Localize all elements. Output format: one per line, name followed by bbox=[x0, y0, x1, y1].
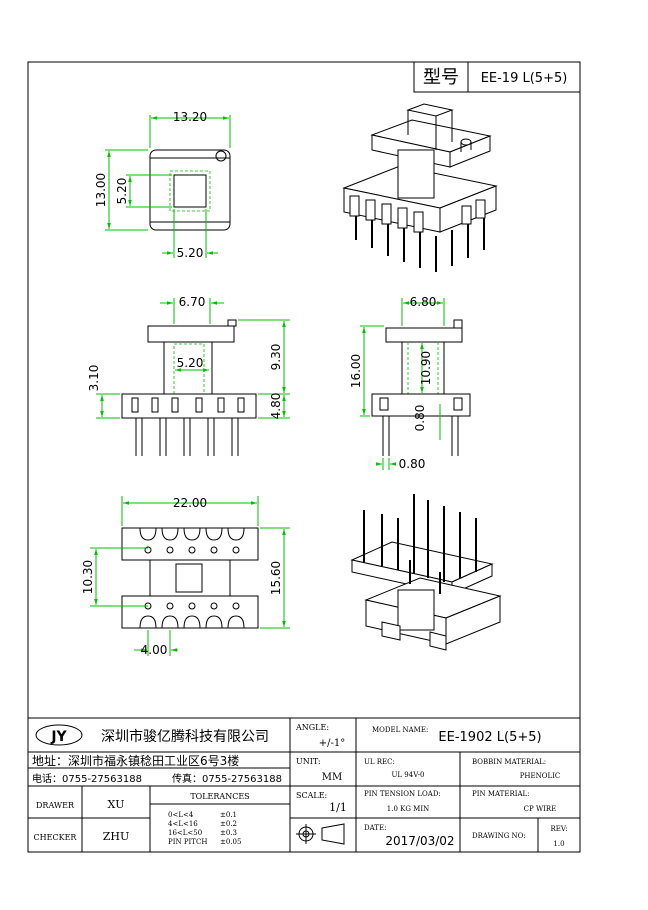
dim-top-height: 13.00 bbox=[94, 173, 108, 207]
unit-label: UNIT: bbox=[296, 757, 321, 766]
rev-value: 1.0 bbox=[553, 840, 564, 848]
iso-view-bottom bbox=[350, 494, 502, 651]
bobbin-material-value: PHENOLIC bbox=[520, 772, 561, 780]
model-name-label: MODEL NAME: bbox=[372, 726, 428, 734]
tol-range: 0<L<4 bbox=[168, 811, 194, 819]
date-value: 2017/03/02 bbox=[385, 834, 454, 848]
pin-tension-label: PIN TENSION LOAD: bbox=[364, 790, 441, 798]
side-view bbox=[360, 298, 471, 470]
ul-rec-label: UL REC: bbox=[364, 758, 395, 766]
dim-side-pin-dia: 0.80 bbox=[399, 457, 426, 471]
company-address: 地址：深圳市福永镇稔田工业区6号3楼 bbox=[32, 753, 239, 768]
company-fax: 传真：0755-27563188 bbox=[172, 772, 282, 785]
angle-label: ANGLE: bbox=[295, 723, 329, 732]
pin-material-label: PIN MATERIAL: bbox=[472, 790, 530, 798]
tol-range: 16<L<50 bbox=[168, 829, 202, 837]
tolerance-table: 0<L<4 ±0.1 4<L<16 ±0.2 16<L<50 ±0.3 PIN … bbox=[168, 811, 241, 846]
dim-front-total-h: 9.30 bbox=[269, 344, 283, 371]
company-phone: 电话：0755-27563188 bbox=[32, 772, 142, 785]
dim-top-inner-h: 5.20 bbox=[115, 178, 129, 205]
dim-side-pin-off: 0.80 bbox=[413, 405, 427, 432]
scale-label: SCALE: bbox=[296, 791, 327, 800]
model-label: 型号 bbox=[423, 67, 459, 88]
tol-value: ±0.05 bbox=[220, 838, 241, 846]
bottom-view bbox=[90, 496, 290, 656]
unit-value: MM bbox=[322, 772, 342, 783]
top-view bbox=[105, 115, 231, 258]
dim-bottom-pitch: 4.00 bbox=[141, 643, 168, 657]
model-name-value: EE-1902 L(5+5) bbox=[438, 730, 541, 745]
dim-front-core: 5.20 bbox=[177, 356, 204, 370]
front-view bbox=[96, 298, 290, 456]
dim-front-base-h: 4.80 bbox=[269, 393, 283, 420]
title-block: JY 深圳市骏亿腾科技有限公司 地址：深圳市福永镇稔田工业区6号3楼 电话：07… bbox=[28, 717, 580, 852]
tol-range: 4<L<16 bbox=[168, 820, 198, 828]
pin-tension-value: 1.0 KG MIN bbox=[387, 805, 429, 813]
company-name: 深圳市骏亿腾科技有限公司 bbox=[101, 728, 269, 745]
tol-value: ±0.2 bbox=[220, 820, 237, 828]
dim-bottom-total-h: 15.60 bbox=[269, 561, 283, 595]
scale-value: 1/1 bbox=[329, 801, 347, 814]
rev-label: REV: bbox=[550, 825, 567, 833]
dim-side-total-h: 16.00 bbox=[349, 354, 363, 388]
ul-rec-value: UL 94V-0 bbox=[392, 771, 425, 779]
model-value: EE-19 L(5+5) bbox=[481, 71, 568, 86]
iso-view-top bbox=[342, 103, 498, 272]
dim-side-width: 6.80 bbox=[410, 295, 437, 309]
date-label: DATE: bbox=[364, 824, 386, 832]
model-header: 型号 EE-19 L(5+5) bbox=[413, 61, 581, 93]
pin-material-value: CP WIRE bbox=[524, 805, 557, 813]
checker-value: ZHU bbox=[103, 830, 130, 843]
dim-top-inner-w: 5.20 bbox=[177, 246, 204, 260]
sheet-border bbox=[27, 61, 581, 853]
dimension-labels: 13.20 13.00 5.20 5.20 6.70 5.20 9.30 3.1… bbox=[81, 110, 436, 657]
dim-bottom-inner-h: 10.30 bbox=[81, 560, 95, 594]
dim-side-inner-h: 10.90 bbox=[419, 351, 433, 385]
bobbin-material-label: BOBBIN MATERIAL: bbox=[472, 758, 546, 766]
dim-top-width: 13.20 bbox=[173, 110, 207, 124]
tol-range: PIN PITCH bbox=[168, 838, 207, 846]
projection-symbol-icon bbox=[296, 823, 345, 845]
company-logo-text: JY bbox=[50, 729, 67, 745]
company-logo bbox=[35, 724, 83, 746]
drawing-no-label: DRAWING NO: bbox=[472, 832, 526, 840]
dim-front-flange-h: 3.10 bbox=[87, 365, 101, 392]
tol-value: ±0.1 bbox=[220, 811, 237, 819]
drawer-value: XU bbox=[107, 798, 124, 811]
dim-bottom-width: 22.00 bbox=[173, 496, 207, 510]
dim-front-flange: 6.70 bbox=[179, 295, 206, 309]
tol-value: ±0.3 bbox=[220, 829, 237, 837]
angle-value: +/-1° bbox=[319, 738, 346, 749]
tolerances-label: TOLERANCES bbox=[190, 792, 249, 801]
checker-label: CHECKER bbox=[34, 833, 78, 842]
drawer-label: DRAWER bbox=[36, 801, 75, 810]
